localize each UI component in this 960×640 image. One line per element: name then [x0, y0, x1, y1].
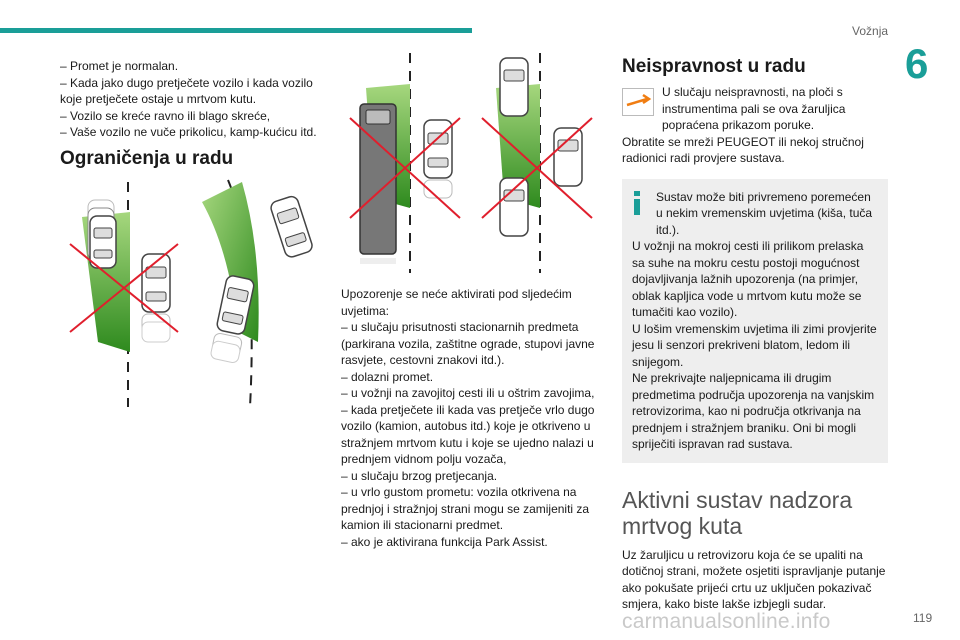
list-item: – Kada jako dugo pretječete vozilo i kad…	[60, 75, 313, 107]
warning-text: U slučaju neispravnosti, na ploči s inst…	[662, 85, 846, 132]
cross-line	[481, 117, 593, 219]
info-paragraph: Sustav može biti privremeno poremećen u …	[656, 189, 873, 237]
car-right	[553, 127, 583, 187]
own-car	[87, 199, 117, 269]
heading-line: mrtvog kuta	[622, 512, 743, 539]
info-paragraph: U lošim vremenskim uvjetima ili zimi pro…	[632, 321, 877, 369]
list-item: – kada pretječete ili kada vas pretječe …	[341, 402, 595, 467]
advice-paragraph: Obratite se mreži PEUGEOT ili nekoj stru…	[622, 134, 864, 166]
list-item: – u vrlo gustom prometu: vozila otkriven…	[341, 485, 590, 532]
final-paragraph: Uz žaruljicu u retrovizoru koja će se up…	[622, 547, 886, 612]
info-box: Sustav može biti privremeno poremećen u …	[622, 178, 888, 463]
adjacent-car	[423, 119, 453, 199]
chapter-number: 6	[905, 40, 929, 87]
heading-malfunction: Neispravnost u radu	[622, 56, 806, 77]
list-item: – u slučaju brzog pretjecanja.	[341, 468, 498, 483]
car-behind	[499, 177, 529, 237]
list-item: – ako je aktivirana funkcija Park Assist…	[341, 534, 548, 549]
car-on-curve-bottom	[210, 275, 255, 363]
heading-line: Aktivni sustav nadzora	[622, 486, 853, 513]
car-on-curve-top	[270, 195, 313, 258]
illustration-truck-and-traffic	[349, 53, 593, 273]
info-paragraph: Ne prekrivajte naljepnicama ili drugim p…	[632, 371, 875, 451]
list-item: – dolazni promet.	[341, 369, 434, 384]
list-item: – u vožnji na zavojitoj cesti ili u oštr…	[341, 386, 595, 400]
info-paragraph: U vožnji na mokroj cesti ili prilikom pr…	[632, 239, 864, 319]
page-number: 119	[913, 611, 933, 625]
lane-correction-warning-icon	[622, 88, 654, 116]
list-item: – Vaše vozilo ne vuče prikolicu, kamp-ku…	[60, 125, 317, 139]
limitations-text: Upozorenje se neće aktivirati pod sljede…	[341, 286, 603, 550]
illustration-long-overtake	[69, 179, 313, 408]
list-item: – u slučaju prisutnosti stacionarnih pre…	[341, 320, 595, 367]
watermark: carmanualsonline.info	[622, 610, 831, 633]
truck	[359, 103, 397, 264]
intro-paragraph: Upozorenje se neće aktivirati pod sljede…	[341, 287, 572, 318]
list-item: – Vozilo se kreće ravno ili blago skreće…	[60, 108, 271, 123]
info-icon	[632, 190, 642, 215]
cross-line	[69, 243, 179, 333]
section-title: Vožnja	[852, 24, 889, 38]
cross-line	[349, 117, 461, 219]
overtaken-car	[141, 253, 171, 343]
header-accent-bar	[0, 28, 472, 33]
heading-limitations: Ograničenja u radu	[60, 148, 234, 169]
right-column: Neispravnost u radu U slučaju neispravno…	[622, 56, 888, 613]
car-ahead	[499, 57, 529, 117]
heading-active-blind-spot: Aktivni sustav nadzora mrtvog kuta	[622, 487, 888, 539]
list-item: – Promet je normalan.	[60, 59, 179, 73]
intro-list: – Promet je normalan. – Kada jako dugo p…	[60, 58, 330, 141]
warning-paragraph: U slučaju neispravnosti, na ploči s inst…	[622, 84, 888, 134]
